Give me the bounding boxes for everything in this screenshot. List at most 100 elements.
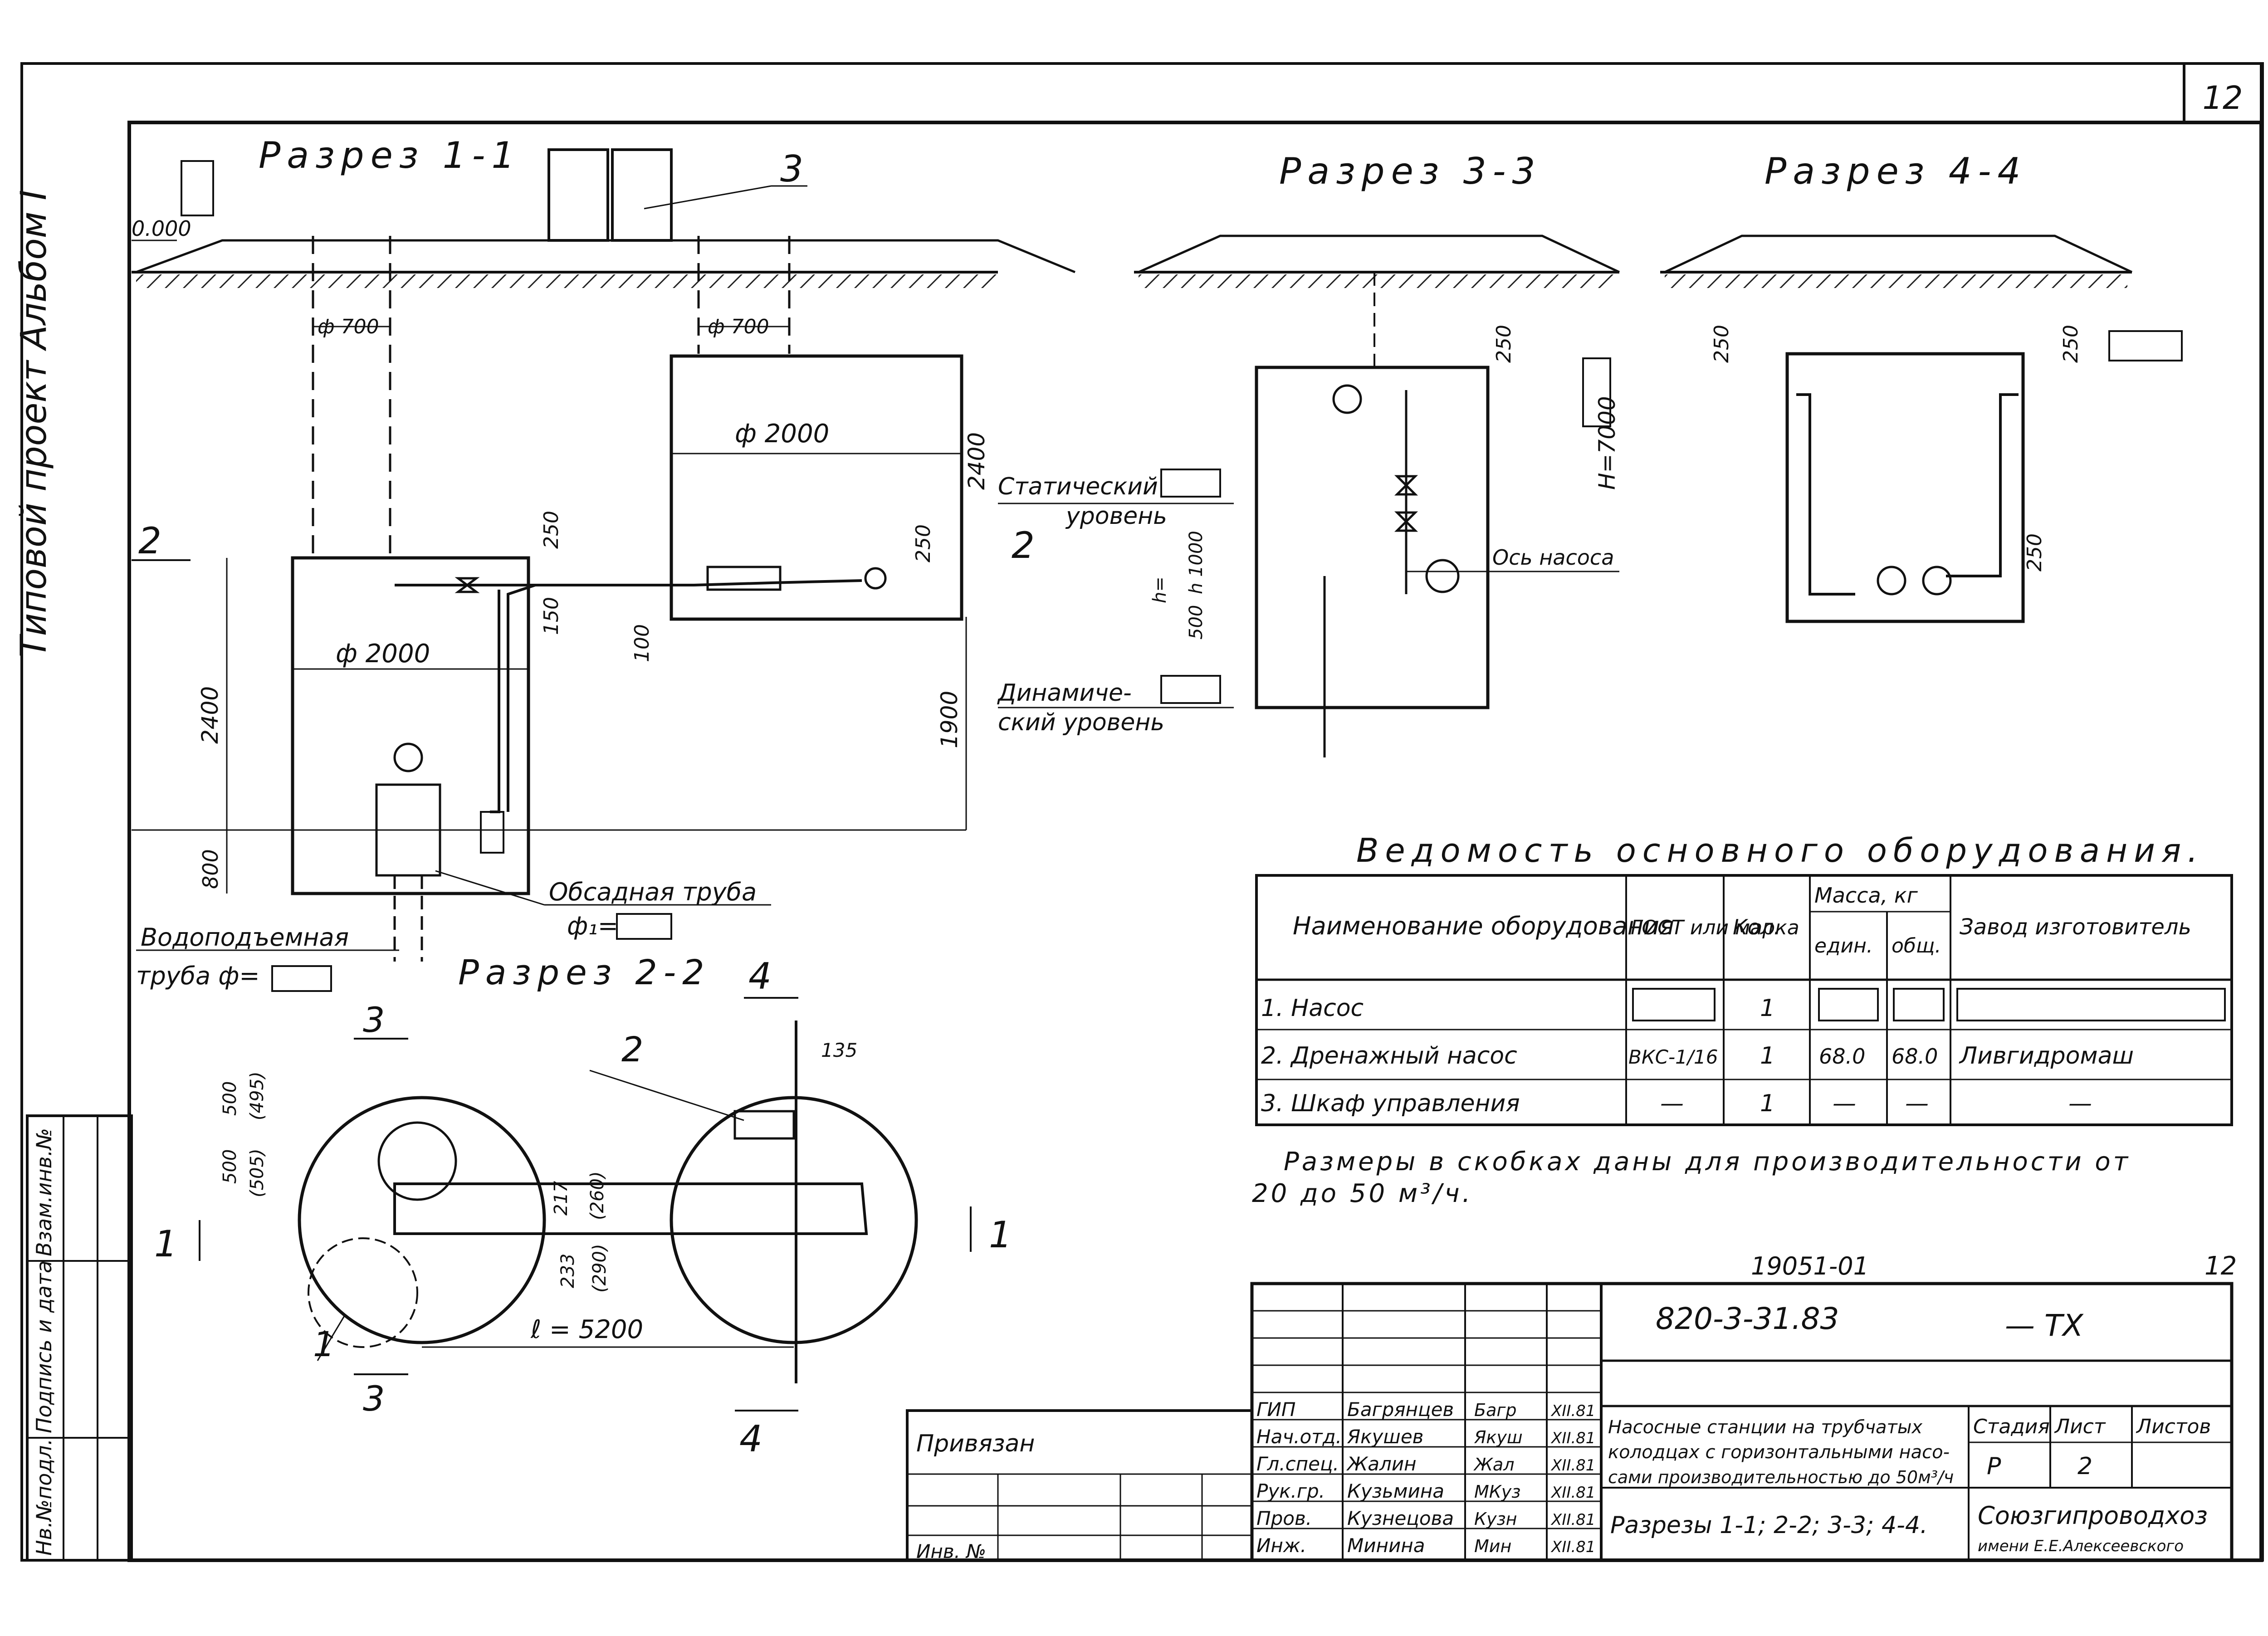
plan-dim-135: 135	[821, 1039, 857, 1061]
riser-label: Водоподъемная	[141, 923, 349, 952]
dynamic-level-1: Динамиче-	[997, 679, 1132, 707]
eq-r1-maker-blank	[1956, 988, 2226, 1021]
tb-sheet: 2	[2077, 1453, 2092, 1480]
tb-code: 820-3-31.83	[1656, 1301, 1839, 1336]
plan-dim-500b: 500	[220, 1081, 240, 1116]
tb-date-5: XII.81	[1550, 1538, 1595, 1556]
valve-1	[455, 577, 480, 593]
dim-2400-right: 2400	[963, 432, 990, 490]
equipment-title: Ведомость основного оборудования.	[1356, 831, 2204, 869]
tb-name-1: Якушев	[1347, 1426, 1423, 1448]
well-3-pump	[1425, 559, 1460, 593]
control-cabinet-right	[611, 148, 673, 242]
tb-name-0: Багрянцев	[1347, 1398, 1454, 1421]
ground-mound-1	[136, 239, 1075, 273]
casing-label: Обсадная труба	[549, 878, 757, 906]
dim-1900: 1900	[936, 691, 963, 748]
plan-pump-2	[733, 1110, 795, 1140]
static-level-blank	[1160, 469, 1221, 498]
tb-name-3: Кузьмина	[1347, 1480, 1444, 1502]
casing-blank	[616, 913, 672, 940]
cut-4-top: 4	[748, 955, 772, 997]
eq-h-qty: Кол.	[1733, 915, 1780, 939]
plan-length: ℓ = 5200	[530, 1315, 643, 1344]
eq-r1-total-blank	[1893, 988, 1945, 1021]
s4-dim-250-b: 250	[2059, 325, 2082, 363]
leader-2	[589, 1070, 744, 1121]
cut-3-bottom: 3	[363, 1378, 385, 1419]
well-4-motor	[1922, 566, 1952, 596]
eq-r1-qty: 1	[1760, 995, 1775, 1022]
cut-1-left: 1	[154, 1223, 177, 1265]
dim-2400-left: 2400	[197, 686, 223, 744]
sheet-number-box	[2183, 62, 2263, 124]
drain-pump	[480, 811, 504, 854]
dim-150: 150	[540, 597, 563, 635]
tb-suffix: — ТХ	[2005, 1308, 2084, 1343]
tb-desc-3: сами производительностью до 50м³/ч	[1608, 1467, 1954, 1487]
tb-sign-3: МКуз	[1474, 1482, 1520, 1502]
plan-well-left	[298, 1096, 546, 1344]
s4-dim-250-c: 250	[2023, 533, 2046, 571]
section-3-3-title: Разрез 3-3	[1279, 150, 1541, 192]
equipment-table	[1255, 874, 2233, 1126]
leader-1	[317, 1315, 346, 1361]
ground-hatch-3	[1139, 274, 1615, 288]
ground-hatch-1	[136, 274, 998, 288]
cut-4-bottom: 4	[739, 1418, 763, 1460]
casing-leader	[435, 870, 545, 906]
sheet-number: 12	[2202, 79, 2243, 117]
well-right-diameter: ф 2000	[735, 419, 829, 449]
riser-diameter: труба ф=	[136, 962, 260, 990]
left-strip-signature: Подпись и дата	[32, 1260, 56, 1433]
left-strip-replace: Взам.инв.№	[32, 1128, 56, 1256]
tb-date-4: XII.81	[1550, 1511, 1595, 1529]
tb-org-2: имени Е.Е.Алексеевского	[1978, 1537, 2184, 1555]
note-line-1: Размеры в скобках даны для производитель…	[1284, 1147, 2131, 1177]
tb-date-1: XII.81	[1550, 1429, 1595, 1447]
dim-250-left: 250	[540, 511, 563, 549]
tb-date-3: XII.81	[1550, 1484, 1595, 1502]
tb-date-0: XII.81	[1550, 1402, 1595, 1420]
casing-top	[375, 783, 441, 877]
note-line-2: 20 до 50 м³/ч.	[1252, 1179, 1473, 1208]
well-4	[1785, 352, 2025, 623]
tb-name-4: Кузнецова	[1347, 1507, 1454, 1529]
s3-blank	[1582, 357, 1611, 427]
eq-r2-total: 68.0	[1892, 1044, 1938, 1069]
plan-dim-505: (505)	[247, 1148, 268, 1197]
well-left	[291, 556, 530, 895]
eq-r3-maker: —	[2068, 1090, 2092, 1117]
plan-dim-217: 217	[551, 1181, 572, 1216]
riser-blank	[271, 965, 332, 992]
tb-sheet-h: Лист	[2054, 1415, 2106, 1438]
plan-dim-500: 500	[220, 1149, 240, 1184]
well-left-diameter: ф 2000	[336, 639, 430, 669]
leader-3	[644, 185, 772, 210]
eq-r3-qty: 1	[1760, 1090, 1775, 1117]
plan-dim-233: 233	[557, 1254, 578, 1288]
tb-role-2: Гл.спец.	[1256, 1453, 1339, 1475]
eq-r2-gost: ВКС-1/16	[1628, 1046, 1718, 1068]
side-label: Типовой проект Альбом I	[14, 190, 54, 658]
tb-stage: Р	[1987, 1453, 2001, 1480]
section-mark-2-right: 2	[1012, 524, 1035, 566]
eq-h-maker: Завод изготовитель	[1960, 914, 2191, 940]
tb-sign-4: Кузн	[1474, 1509, 1517, 1529]
eq-r3-unit: —	[1833, 1090, 1856, 1117]
dynamic-level-2: ский уровень	[998, 709, 1164, 736]
dim-250-right: 250	[912, 524, 935, 562]
plan-pipe-run	[393, 1182, 868, 1235]
ground-hatch-4	[1665, 274, 2127, 288]
tb-sign-2: Жал	[1473, 1455, 1515, 1475]
tb-role-5: Инж.	[1256, 1534, 1306, 1557]
ground-mound-4	[1664, 234, 2133, 273]
eq-r1-gost-blank	[1632, 988, 1716, 1021]
callout-1: 1	[313, 1324, 335, 1364]
eq-h-unit: един.	[1814, 934, 1873, 957]
left-strip-table	[26, 1114, 133, 1562]
pump-body	[706, 566, 782, 591]
eq-r3-total: —	[1905, 1090, 1929, 1117]
dynamic-level-blank	[1160, 675, 1221, 704]
